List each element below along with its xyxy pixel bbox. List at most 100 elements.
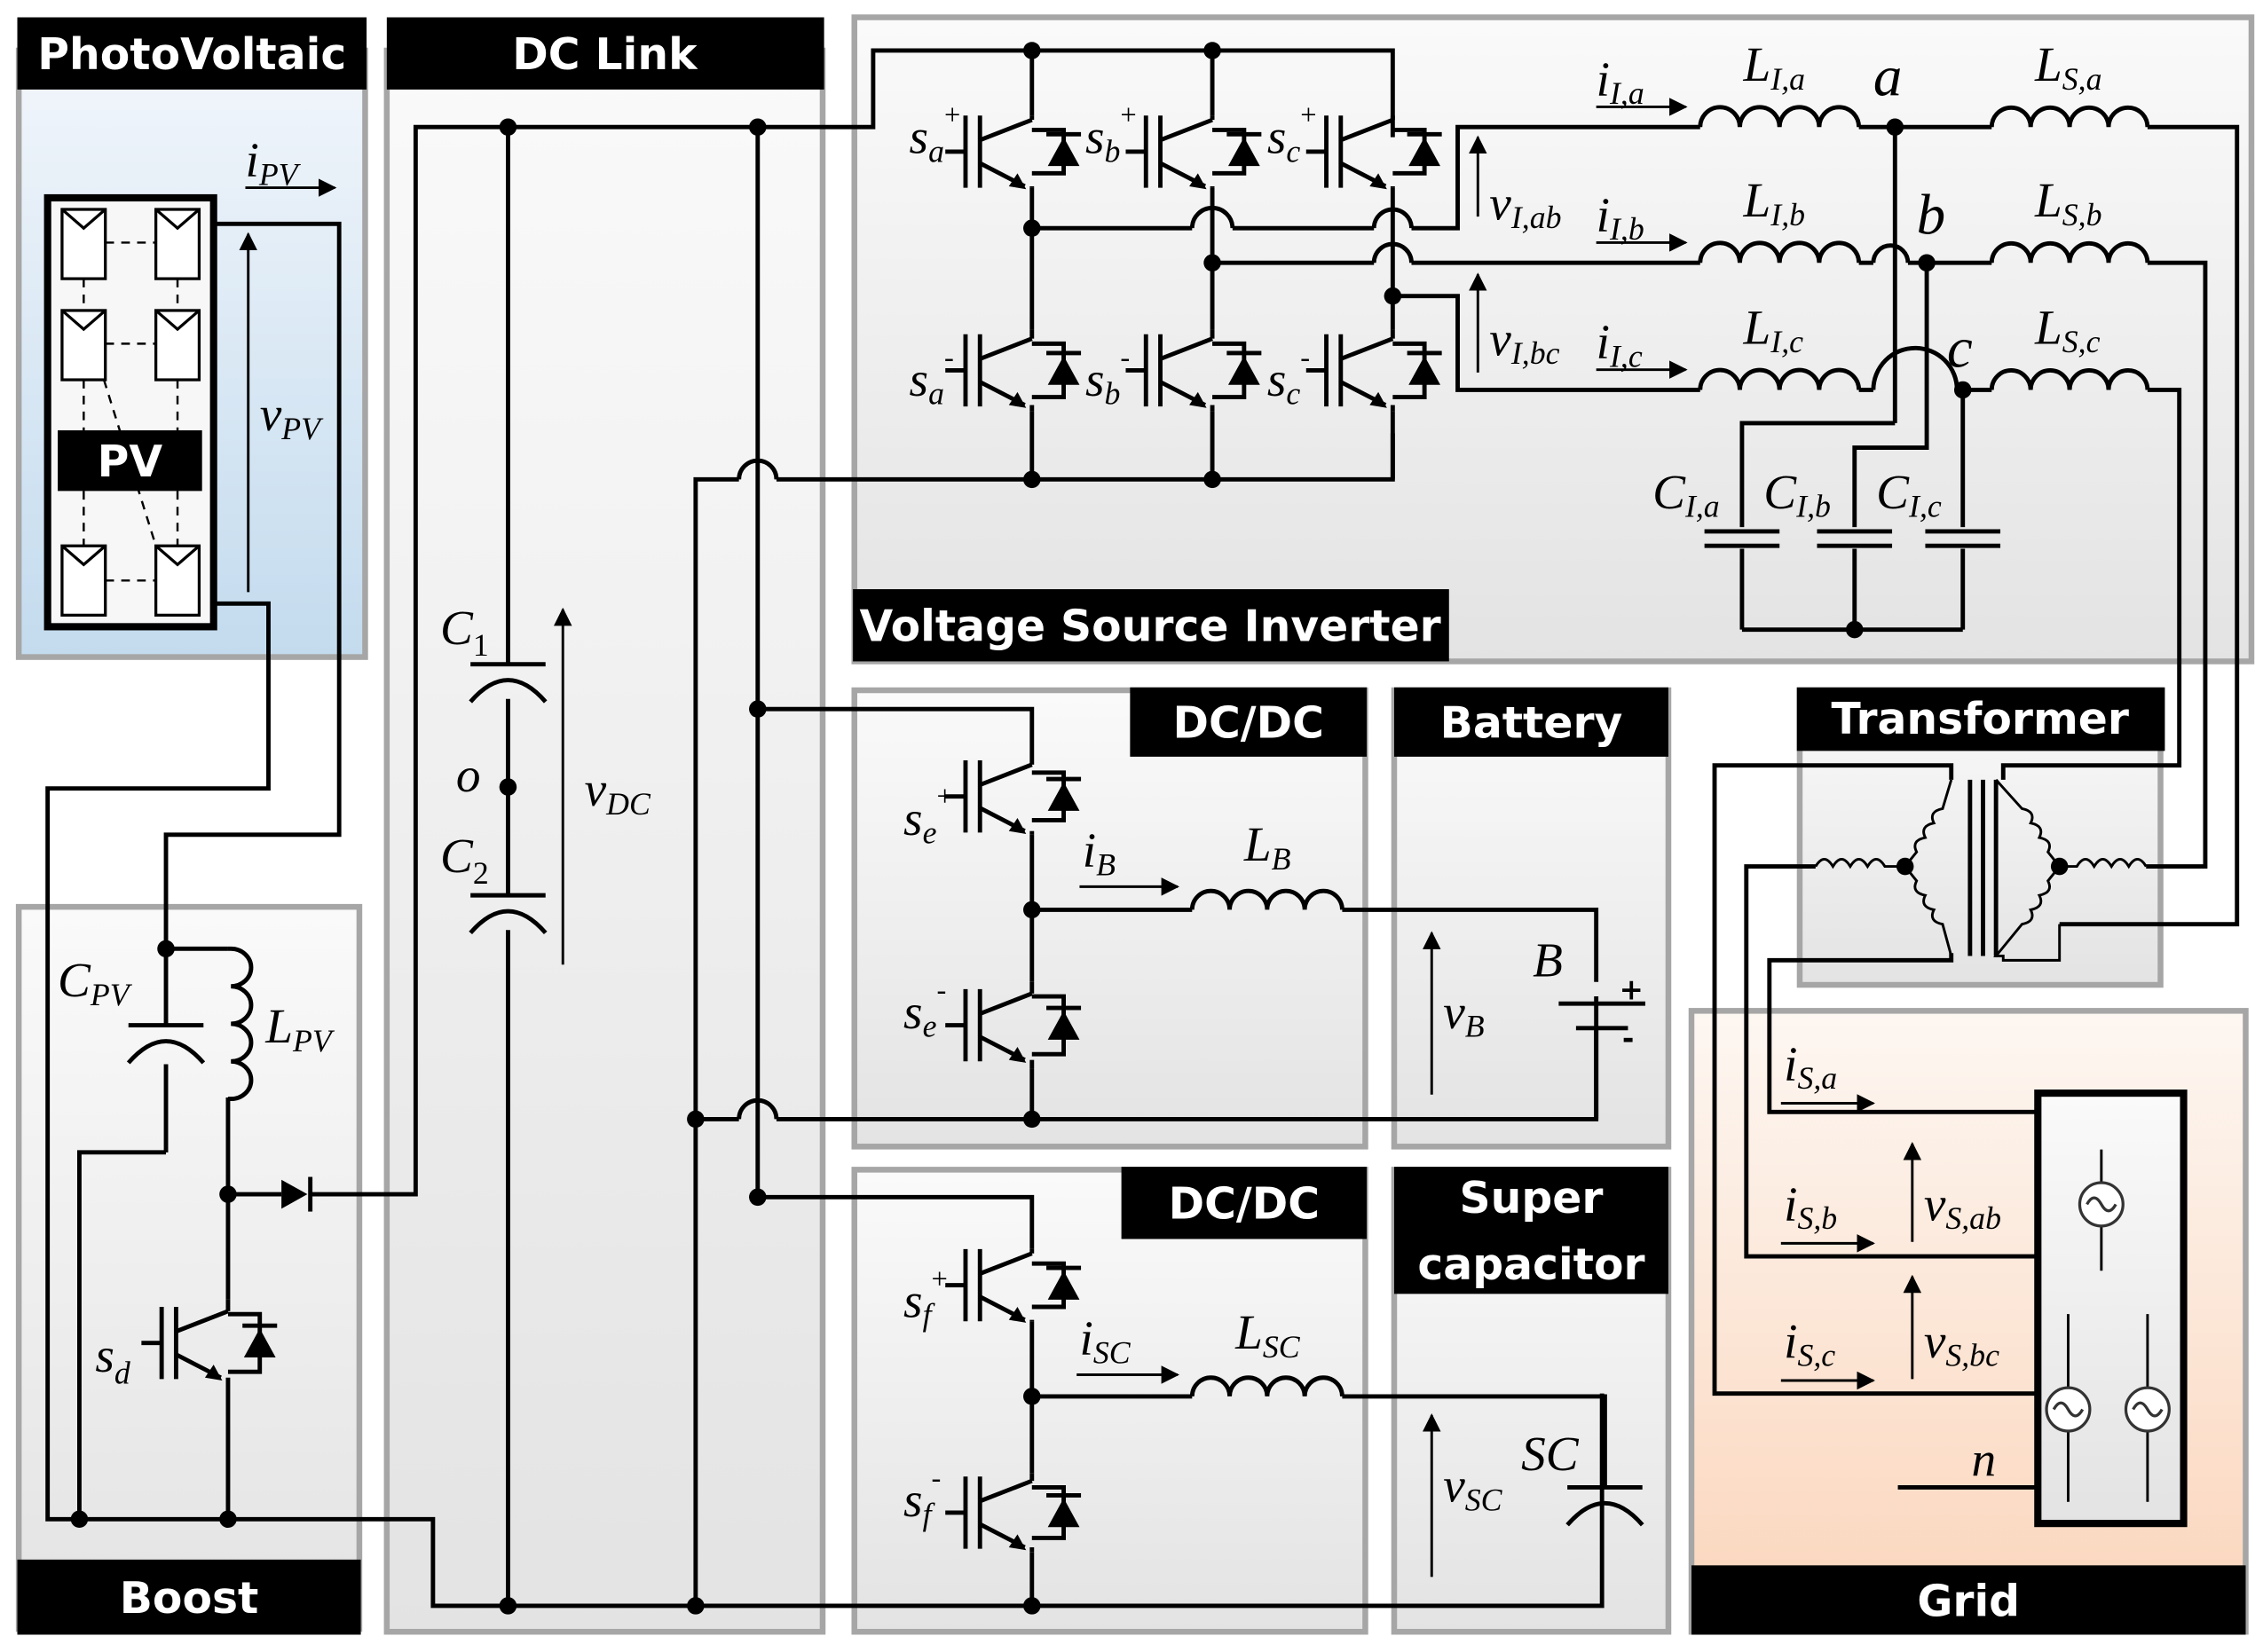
capacitor-c-pv (126, 1023, 206, 1065)
label-s-e-plus: se+ (903, 781, 953, 850)
header-battery-text: Battery (1440, 698, 1623, 749)
pv-cell-icon (154, 544, 201, 617)
label-switch-c-plus: sc+ (1267, 99, 1317, 169)
header-boost: Boost (17, 1559, 361, 1635)
header-dcdc-battery-text: DC/DC (1173, 698, 1324, 749)
igbt-se-plus (945, 758, 1082, 835)
capacitor-sc (1565, 1485, 1644, 1527)
junction-dot (499, 118, 517, 136)
label-v-sc: vSC (1443, 1459, 1502, 1518)
header-transformer-text: Transformer (1832, 694, 2129, 744)
label-l-pv: LPV (264, 999, 335, 1058)
label-s-e-minus: se- (903, 974, 946, 1043)
header-vsi: Voltage Source Inverter (853, 589, 1449, 662)
junction-dot (1023, 42, 1041, 59)
label-v-sab: vS,ab (1924, 1176, 2001, 1236)
header-photovoltaic: PhotoVoltaic (17, 17, 367, 90)
inductor-l-ia (1698, 105, 1862, 128)
junction-dot (1023, 1110, 1041, 1129)
igbt-sf-minus (945, 1473, 1082, 1553)
label-i-inv-0: iI,a (1597, 51, 1644, 111)
block-backgrounds (15, 14, 2255, 1635)
label-node-a: a (1873, 44, 1903, 108)
label-i-inv-2: iI,c (1597, 315, 1643, 374)
label-c2: C2 (440, 829, 489, 891)
label-c-ia: CI,a (1652, 465, 1720, 524)
label-l-grid-2: LS,c (2034, 300, 2101, 359)
header-battery: Battery (1393, 687, 1668, 757)
label-v-dc: vDC (585, 762, 651, 822)
label-node-c: c (1947, 316, 1973, 380)
vsi-block (851, 14, 2255, 665)
capacitor-c2 (469, 893, 548, 935)
labels: iPV vPV C1 C2 o vDC CPV LPV sd sa+sb+sc+… (58, 37, 2102, 1577)
dcdc-battery-block (851, 687, 1368, 1150)
header-dclink: DC Link (386, 17, 824, 90)
junction-dot (1203, 42, 1221, 59)
label-v-sbc: vS,bc (1924, 1314, 1999, 1373)
header-boost-text: Boost (120, 1573, 259, 1624)
pv-label: PV (98, 437, 163, 487)
pv-cell-icon (60, 309, 107, 382)
inductor-l-sb (1989, 240, 2150, 264)
igbt-sc-minus (1305, 329, 1442, 412)
igbt-sa-minus (945, 329, 1082, 412)
transformer-symbol (1814, 778, 2148, 962)
igbt-sb-minus (1125, 329, 1262, 412)
label-i-sc: iSC (1079, 1311, 1131, 1371)
header-supercapacitor: Super capacitor (1393, 1167, 1668, 1294)
junction-dot (749, 1188, 767, 1207)
junction-dot (1886, 118, 1904, 136)
pv-cell-icon (154, 309, 201, 382)
label-v-iab: vI,ab (1489, 176, 1561, 235)
inductor-l-sc (1989, 368, 2150, 390)
header-grid-text: Grid (1917, 1576, 2020, 1626)
battery-icon (1558, 1001, 1645, 1120)
label-i-pv: iPV (245, 133, 301, 193)
junction-dot (219, 1185, 237, 1203)
label-switch-b-minus: sb- (1085, 342, 1130, 411)
pv-cell-icon (60, 208, 107, 280)
inductor-l-sa (1989, 105, 2150, 128)
label-c-pv: CPV (58, 953, 133, 1012)
pv-array: PV (43, 193, 217, 631)
label-midpoint-o: o (456, 748, 481, 802)
label-i-inv-1: iI,b (1597, 187, 1644, 247)
junction-dot (1953, 381, 1972, 399)
junction-dot (1023, 470, 1041, 489)
header-dcdc-battery: DC/DC (1130, 687, 1368, 757)
inductor-l-b (1189, 888, 1344, 910)
capacitor-c-ic (1925, 529, 2001, 548)
label-l-grid-0: LS,a (2034, 37, 2101, 97)
header-dcdc-sc-text: DC/DC (1169, 1179, 1320, 1230)
header-dcdc-sc: DC/DC (1121, 1167, 1368, 1239)
dcdc-sc-block (851, 1167, 1368, 1635)
label-battery-b: B (1533, 932, 1563, 987)
label-l-inv-2: LI,c (1743, 300, 1804, 359)
capacitor-c1 (469, 662, 548, 704)
junction-dot (499, 778, 517, 796)
label-c-ib: CI,b (1763, 465, 1831, 524)
igbt-sf-plus (945, 1248, 1082, 1323)
junction-dot (1023, 1388, 1041, 1405)
label-l-inv-1: LI,b (1743, 173, 1806, 232)
junction-dot (219, 1510, 237, 1529)
igbt-se-minus (945, 981, 1082, 1069)
label-s-d: sd (95, 1328, 130, 1390)
header-dclink-text: DC Link (512, 29, 698, 80)
dclink-block (383, 47, 826, 1635)
junction-dot (1203, 470, 1221, 489)
junction-dot (499, 1597, 517, 1615)
inductor-l-sc-dcdc (1189, 1375, 1344, 1397)
junction-dot (687, 1597, 705, 1615)
junction-dot (749, 700, 767, 718)
label-i-b: iB (1083, 823, 1116, 883)
boost-diode (281, 1176, 313, 1212)
label-v-ibc: vI,bc (1489, 311, 1559, 371)
label-l-grid-1: LS,b (2034, 173, 2101, 232)
igbt-sb-plus (1125, 115, 1262, 190)
grid-source (2034, 1090, 2188, 1528)
capacitor-c-ib (1817, 529, 1893, 548)
transformer-neutral-secondary (2050, 857, 2069, 876)
